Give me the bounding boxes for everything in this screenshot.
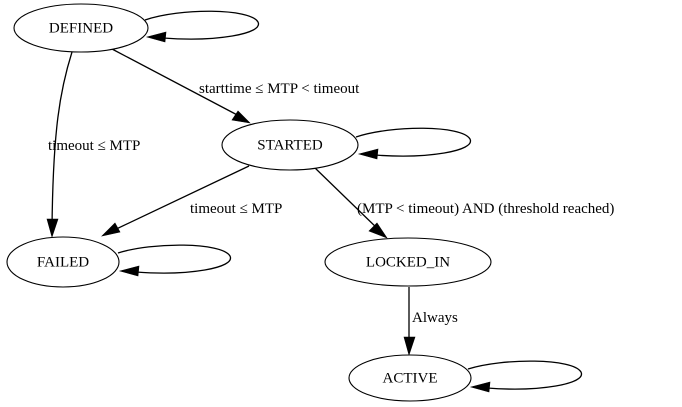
edge-started-self[interactable]: [355, 127, 471, 160]
node-active-ellipse: [348, 354, 472, 402]
node-active-label: ACTIVE: [383, 370, 438, 386]
edge-lockedin-active[interactable]: [403, 287, 416, 357]
edge-label-defined-failed: timeout ≤ MTP: [48, 138, 140, 154]
edge-active-self[interactable]: [467, 360, 582, 393]
edge-label-started-failed: timeout ≤ MTP: [190, 201, 282, 217]
edge-started-self-arrowhead: [357, 148, 379, 160]
edge-defined-failed-arrowhead: [46, 218, 59, 239]
node-active[interactable]: ACTIVE: [348, 354, 472, 402]
node-locked-in[interactable]: LOCKED_IN: [324, 237, 492, 287]
edge-started-lockedin-path: [313, 166, 381, 232]
node-failed[interactable]: FAILED: [6, 236, 120, 288]
node-failed-label: FAILED: [37, 254, 89, 270]
edge-started-self-path: [355, 127, 471, 157]
node-locked-in-label: LOCKED_IN: [366, 254, 450, 270]
edge-failed-self-arrowhead: [118, 265, 140, 277]
edge-defined-failed[interactable]: [46, 51, 73, 239]
edge-defined-started-arrowhead: [231, 110, 251, 124]
edge-defined-self-path: [144, 10, 259, 40]
node-started-label: STARTED: [257, 137, 323, 153]
edge-active-self-path: [467, 360, 582, 390]
edge-started-failed[interactable]: [101, 165, 250, 237]
node-started[interactable]: STARTED: [221, 119, 359, 171]
node-defined-label: DEFINED: [49, 20, 113, 36]
edge-defined-self-arrowhead: [145, 31, 167, 43]
node-defined[interactable]: DEFINED: [13, 3, 149, 53]
edge-label-started-lockedin: (MTP < timeout) AND (threshold reached): [357, 201, 614, 217]
node-defined-ellipse: [13, 3, 149, 53]
edge-started-failed-path: [109, 165, 250, 233]
edge-started-lockedin[interactable]: [313, 166, 388, 239]
edge-defined-self[interactable]: [144, 10, 259, 43]
node-failed-ellipse: [6, 236, 120, 288]
node-started-ellipse: [221, 119, 359, 171]
edge-started-lockedin-arrowhead: [368, 222, 388, 239]
edge-failed-self[interactable]: [117, 244, 231, 277]
edge-active-self-arrowhead: [469, 381, 491, 393]
node-locked-in-ellipse: [324, 237, 492, 287]
edge-defined-started[interactable]: [111, 48, 251, 124]
edge-label-lockedin-active: Always: [412, 310, 458, 326]
edge-label-defined-started: starttime ≤ MTP < timeout: [199, 81, 360, 97]
edge-failed-self-path: [117, 244, 231, 274]
edge-defined-failed-path: [51, 51, 73, 229]
edge-lockedin-active-arrowhead: [403, 336, 416, 357]
edge-started-failed-arrowhead: [101, 222, 121, 237]
edge-defined-started-path: [111, 48, 244, 119]
